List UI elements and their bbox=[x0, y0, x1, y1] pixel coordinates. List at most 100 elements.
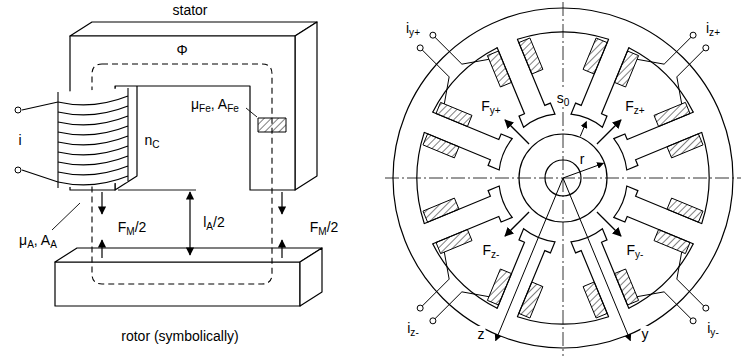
symbol-text: i bbox=[706, 20, 709, 36]
symbol-text: F bbox=[627, 242, 636, 258]
coil-wire bbox=[422, 252, 449, 306]
force-arrow bbox=[505, 120, 529, 144]
force-arrow bbox=[101, 240, 102, 258]
air-gap-parameter: μA, AA bbox=[18, 232, 58, 248]
subscript: z+ bbox=[709, 27, 720, 38]
force-label: FM/2 bbox=[117, 219, 148, 235]
subscript: y- bbox=[635, 249, 643, 260]
symbol-text: F bbox=[483, 242, 492, 258]
subscript: A bbox=[27, 239, 34, 250]
symbol-text: , A bbox=[211, 96, 227, 112]
force-label: Fz+ bbox=[624, 98, 646, 114]
force-label: Fy+ bbox=[480, 98, 502, 114]
symbol-text: n bbox=[144, 132, 152, 148]
subscript: Fe bbox=[199, 103, 211, 114]
force-arrow bbox=[597, 212, 621, 236]
subscript: A bbox=[206, 221, 213, 232]
coil-turn bbox=[58, 96, 128, 105]
force-label: Fy- bbox=[626, 242, 645, 258]
symbol-text: μ bbox=[19, 232, 27, 248]
coil-turn bbox=[58, 136, 128, 145]
terminal bbox=[15, 167, 21, 173]
current-label: iy+ bbox=[405, 20, 421, 36]
subscript: z- bbox=[491, 249, 499, 260]
flux-symbol: Φ bbox=[175, 42, 188, 58]
symbol-text: /2 bbox=[327, 219, 339, 235]
coil-turn bbox=[58, 166, 128, 175]
coil-edge bbox=[127, 88, 128, 182]
coil-turn bbox=[58, 146, 128, 155]
part-name: rotor (symbolically) bbox=[120, 328, 239, 344]
terminal bbox=[417, 305, 423, 311]
terminal bbox=[703, 45, 709, 51]
symbol-text: rotor (symbolically) bbox=[121, 328, 238, 344]
axis-arrow bbox=[563, 178, 630, 341]
symbol-text: l bbox=[203, 214, 206, 230]
coil-lead bbox=[22, 102, 58, 110]
radius-label: r bbox=[579, 151, 586, 167]
symbol-text: stator bbox=[172, 2, 207, 18]
subscript: M bbox=[126, 226, 134, 237]
subscript: y- bbox=[710, 327, 718, 338]
symbol-text: F bbox=[310, 219, 319, 235]
stator-yoke bbox=[417, 132, 424, 223]
force-arrow bbox=[281, 240, 282, 258]
symbol-text: μ bbox=[191, 96, 199, 112]
pole-coil bbox=[436, 102, 472, 126]
force-arrow bbox=[505, 212, 529, 236]
force-arrow bbox=[597, 120, 621, 144]
symbol-text: /2 bbox=[135, 219, 147, 235]
force-label: Fz- bbox=[482, 242, 501, 258]
current-symbol: i bbox=[17, 132, 22, 148]
subscript: 0 bbox=[564, 97, 570, 108]
pole-coil bbox=[667, 198, 703, 222]
subscript: y+ bbox=[409, 27, 420, 38]
coil-turn bbox=[58, 176, 128, 185]
coil-wire bbox=[435, 292, 489, 319]
stator-yoke bbox=[517, 32, 608, 39]
pole-coil bbox=[436, 230, 472, 254]
stator-top-face bbox=[70, 22, 317, 36]
coil-edge bbox=[57, 92, 58, 188]
coil-wire bbox=[422, 50, 449, 104]
dimension-label: lA/2 bbox=[202, 214, 226, 230]
terminal bbox=[15, 107, 21, 113]
coil-body bbox=[58, 88, 128, 188]
terminal bbox=[417, 45, 423, 51]
axis-label: z bbox=[477, 326, 486, 342]
current-label: iz- bbox=[406, 320, 420, 336]
coil-wire bbox=[435, 37, 489, 64]
turns-symbol: nC bbox=[143, 132, 160, 148]
symbol-text: F bbox=[481, 98, 490, 114]
pole-coil bbox=[615, 269, 639, 305]
pole-coil bbox=[667, 134, 703, 158]
symbol-text: z bbox=[478, 326, 485, 342]
pole-coil bbox=[487, 51, 511, 87]
subscript: y+ bbox=[490, 105, 501, 116]
dimension-arrow bbox=[189, 192, 190, 255]
coil-wire bbox=[677, 50, 704, 104]
symbol-text: y bbox=[642, 326, 649, 342]
subscript: A bbox=[50, 239, 57, 250]
stator-yoke bbox=[702, 132, 709, 223]
stator-side-face bbox=[295, 22, 317, 190]
axis-label: y bbox=[641, 326, 650, 342]
pole-coil bbox=[519, 38, 543, 74]
coil-lead bbox=[22, 170, 58, 182]
force-arrow bbox=[281, 192, 282, 214]
subscript: z- bbox=[410, 327, 418, 338]
terminal bbox=[690, 318, 696, 324]
subscript: C bbox=[152, 139, 159, 150]
symbol-text: i bbox=[18, 132, 21, 148]
part-name: stator bbox=[171, 2, 208, 18]
pole-coil bbox=[423, 134, 459, 158]
coil-wire bbox=[677, 252, 704, 306]
pole-coil bbox=[654, 230, 690, 254]
symbol-text: r bbox=[580, 151, 585, 167]
terminal bbox=[703, 305, 709, 311]
terminal bbox=[690, 32, 696, 38]
rotor-side-face bbox=[300, 248, 322, 306]
symbol-text: F bbox=[118, 219, 127, 235]
